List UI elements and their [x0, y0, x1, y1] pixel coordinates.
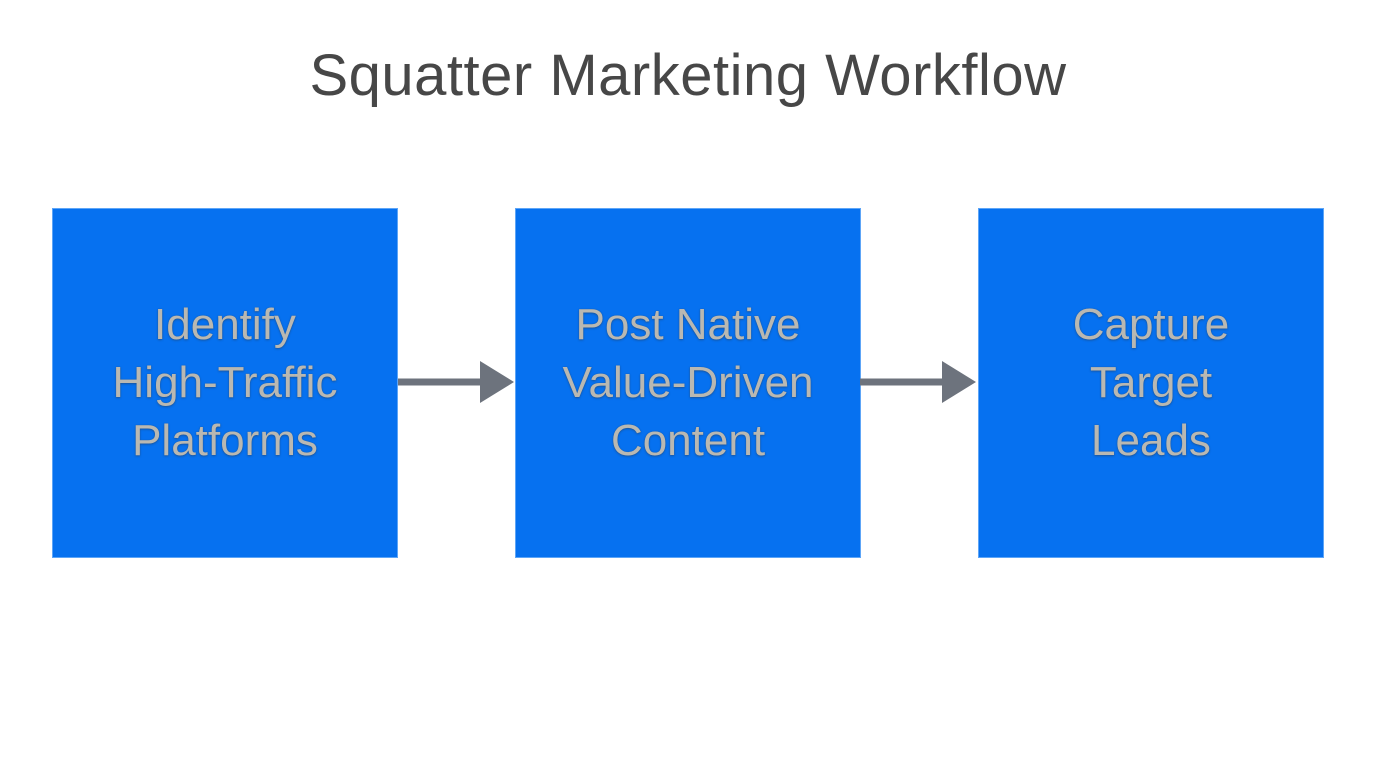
arrow-right-icon [860, 361, 976, 403]
node-label: Capture Target Leads [1072, 300, 1230, 465]
node-label: Identify High-Traffic Platforms [112, 300, 338, 465]
arrow-right-icon [398, 361, 514, 403]
node-post-native-value-driven-content: Post Native Value-Driven Content [515, 208, 861, 558]
node-capture-target-leads: Capture Target Leads [978, 208, 1324, 558]
diagram-title: Squatter Marketing Workflow [309, 43, 1067, 108]
node-label: Post Native Value-Driven Content [562, 300, 814, 465]
node-identify-high-traffic-platforms: Identify High-Traffic Platforms [52, 208, 398, 558]
